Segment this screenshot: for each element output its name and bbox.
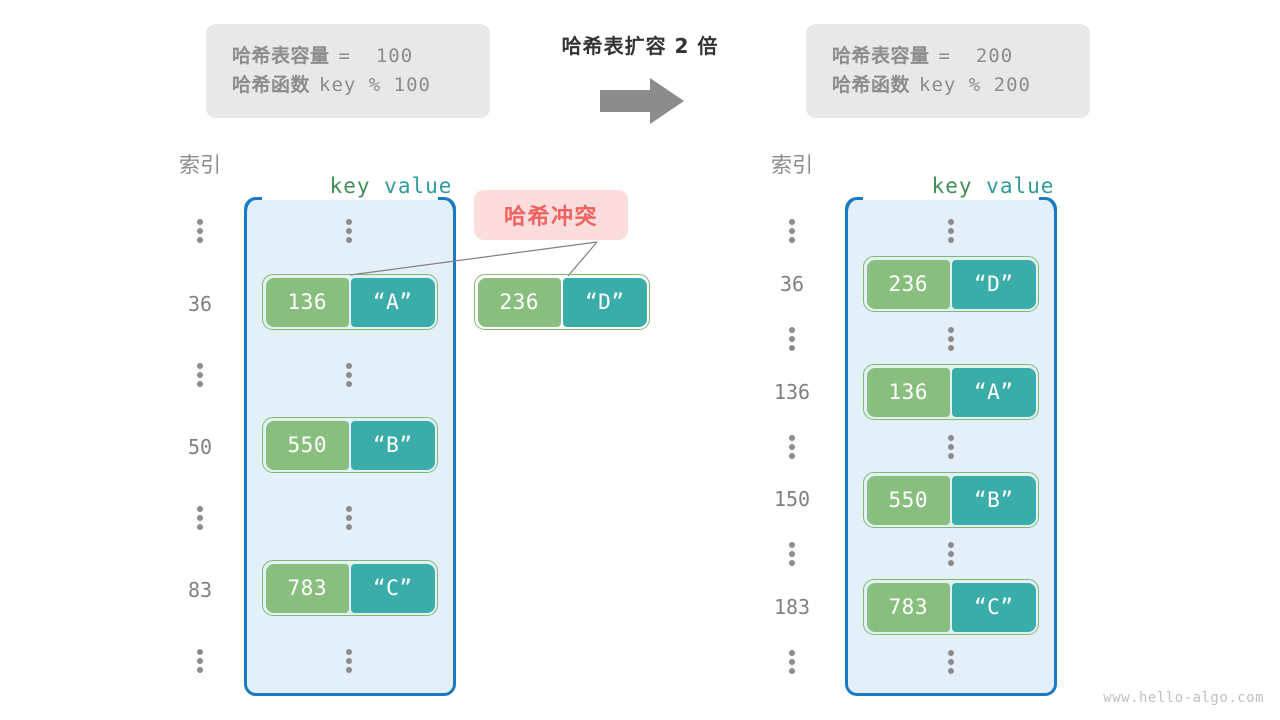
after-info-box: 哈希表容量 = 200 哈希函数 key % 200 [806,24,1090,118]
after-header-value: value [986,174,1055,198]
before-index-5: 83 [187,578,213,602]
after-capacity-label: 哈希表容量 [832,44,930,67]
after-index-dots-4 [787,435,797,459]
before-function-value: key % 100 [319,74,431,96]
after-index-dots-2 [787,327,797,351]
after-entry-5-key: 550 [866,475,950,525]
before-entry-3-key: 550 [265,420,349,470]
after-function-line: 哈希函数 key % 200 [832,71,1064,100]
after-entry-1-key: 236 [866,259,950,309]
after-row-dots-0 [946,219,956,243]
before-entry-1-value: “A” [351,277,435,327]
after-row-dots-2 [946,327,956,351]
after-row-dots-4 [946,435,956,459]
after-function-value: key % 200 [919,74,1031,96]
diagram-title: 哈希表扩容 2 倍 [561,34,719,58]
before-header-index: 索引 [179,153,221,177]
before-function-label: 哈希函数 [232,74,311,96]
after-entry-1-value: “D” [952,259,1036,309]
watermark: www.hello-algo.com [1103,690,1264,706]
before-function-line: 哈希函数 key % 100 [232,71,464,100]
before-index-dots-4 [195,506,205,530]
before-entry-1: 136 “A” [262,274,438,330]
collision-badge: 哈希冲突 [474,190,628,240]
before-header-value: value [384,174,453,198]
after-capacity-value: = 200 [938,44,1014,67]
before-index-dots-2 [195,363,205,387]
after-entry-3: 136 “A” [863,364,1039,420]
after-index-1: 36 [779,272,805,296]
after-entry-5: 550 “B” [863,472,1039,528]
after-index-3: 136 [773,380,811,404]
before-row-dots-0 [344,219,354,243]
before-index-3: 50 [187,435,213,459]
before-index-1: 36 [187,292,213,316]
before-entry-3: 550 “B” [262,417,438,473]
before-entry-5-key: 783 [265,563,349,613]
before-entry-1-key: 136 [265,277,349,327]
before-entry-5: 783 “C” [262,560,438,616]
before-info-box: 哈希表容量 = 100 哈希函数 key % 100 [206,24,490,118]
before-colliding-entry-key: 236 [477,277,561,327]
after-row-dots-8 [946,650,956,674]
right-arrow-icon [600,78,684,124]
before-capacity-value: = 100 [338,44,414,67]
after-header-key: key [931,174,973,198]
before-row-dots-6 [344,649,354,673]
before-index-dots-0 [195,219,205,243]
after-entry-3-value: “A” [952,367,1036,417]
after-entry-7-key: 783 [866,582,950,632]
after-entry-3-key: 136 [866,367,950,417]
before-entry-3-value: “B” [351,420,435,470]
before-colliding-entry-value: “D” [563,277,647,327]
before-colliding-entry: 236 “D” [474,274,650,330]
after-header-key-value: key value [877,150,1054,222]
before-capacity-label: 哈希表容量 [232,44,330,67]
after-header-index: 索引 [771,153,813,177]
after-index-7: 183 [773,595,811,619]
before-row-dots-2 [344,363,354,387]
after-entry-1: 236 “D” [863,256,1039,312]
after-entry-5-value: “B” [952,475,1036,525]
before-entry-5-value: “C” [351,563,435,613]
after-entry-7: 783 “C” [863,579,1039,635]
after-index-dots-8 [787,650,797,674]
after-row-dots-6 [946,542,956,566]
before-header-key-value: key value [275,150,452,222]
after-index-dots-0 [787,219,797,243]
after-capacity-line: 哈希表容量 = 200 [832,42,1064,71]
after-function-label: 哈希函数 [832,74,911,96]
before-row-dots-4 [344,506,354,530]
before-index-dots-6 [195,649,205,673]
after-entry-7-value: “C” [952,582,1036,632]
before-header-key: key [329,174,371,198]
after-index-dots-6 [787,542,797,566]
before-capacity-line: 哈希表容量 = 100 [232,42,464,71]
after-index-5: 150 [773,487,811,511]
